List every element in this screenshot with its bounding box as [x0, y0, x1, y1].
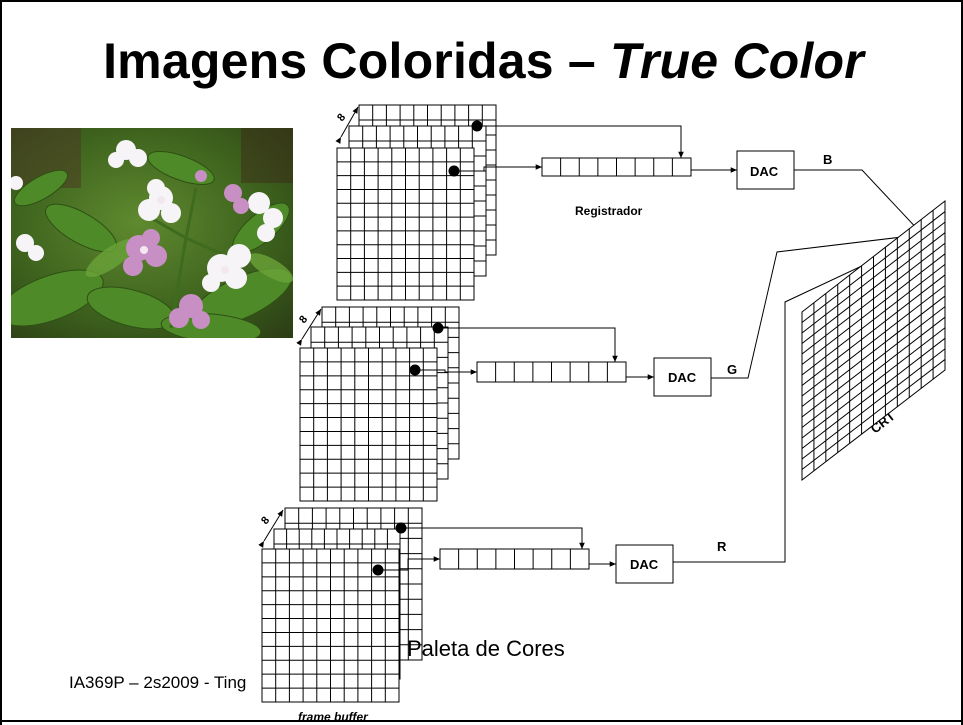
bottom-rule: [2, 720, 963, 722]
wire-back-g: [438, 328, 615, 362]
channel-label-r: R: [717, 539, 727, 554]
dac-label-r: DAC: [630, 557, 659, 572]
depth-label-r: 8: [259, 515, 272, 527]
footer-left: IA369P – 2s2009 - Ting: [69, 673, 246, 693]
register-label: Registrador: [575, 204, 643, 218]
footer-center: Paleta de Cores: [407, 636, 565, 662]
frame-buffer-planes: [262, 105, 691, 702]
dac-label-g: DAC: [668, 370, 697, 385]
depth-label-b: 8: [335, 112, 348, 124]
wire-back-r: [401, 528, 582, 549]
wire-back-b: [477, 126, 681, 158]
channel-label-b: B: [823, 152, 832, 167]
depth-label-g: 8: [297, 314, 310, 326]
dac-label-b: DAC: [750, 164, 779, 179]
crt-screen: [802, 201, 945, 480]
register-r: [440, 549, 589, 569]
register-g: [477, 362, 626, 382]
register-b: [542, 158, 691, 176]
wire-dac-crt-b: [794, 170, 922, 234]
channel-label-g: G: [727, 362, 737, 377]
